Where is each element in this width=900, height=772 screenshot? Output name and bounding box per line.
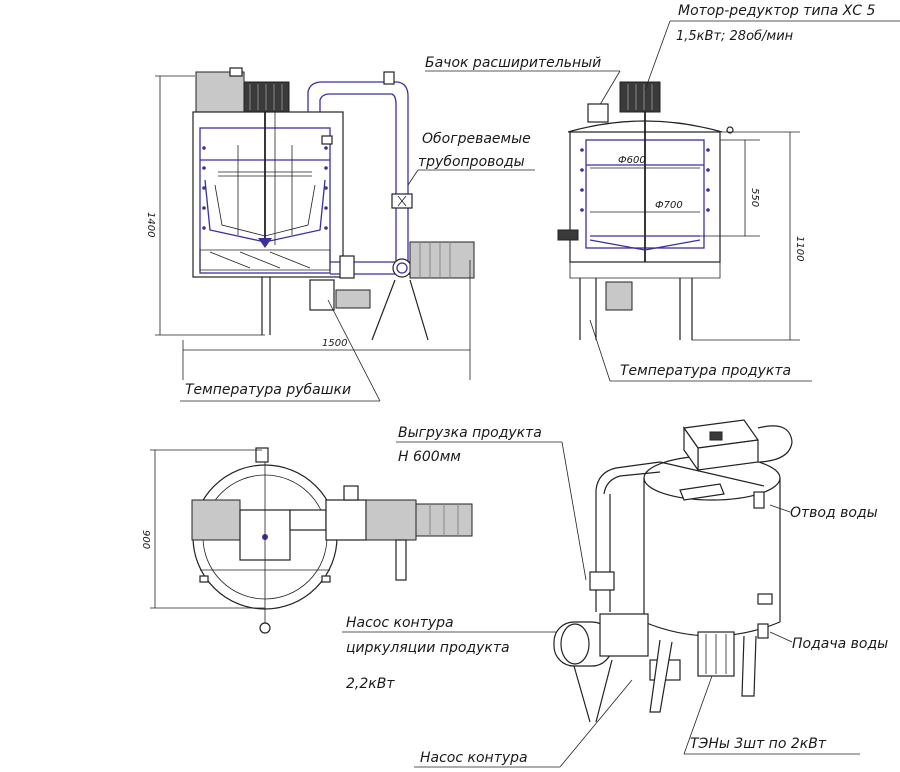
label-heaters: ТЭНы 3шт по 2кВт — [690, 736, 827, 752]
dim-outer-diameter: Ф700 — [655, 200, 683, 211]
label-unload-height: Н 600мм — [398, 449, 461, 465]
label-pump-circulation-1: Насос контура — [346, 615, 454, 631]
front-motor-body — [195, 71, 245, 113]
plan-pump-motor — [365, 499, 417, 541]
dim-width-left: 1500 — [322, 338, 347, 349]
label-heated-pipes-2: трубопроводы — [418, 154, 525, 170]
label-product-temperature: Температура продукта — [620, 363, 791, 379]
isometric-view — [553, 419, 793, 723]
label-motor-spec: 1,5кВт; 28об/мин — [676, 29, 794, 44]
plan-view: 900 — [140, 447, 473, 634]
label-water-inlet: Подача воды — [792, 636, 888, 652]
label-unload-product: Выгрузка продукта — [398, 425, 542, 441]
dim-height-right: 1100 — [794, 236, 805, 261]
label-expansion-tank: Бачок расширительный — [425, 55, 601, 71]
label-pump-circuit: Насос контура — [420, 750, 528, 766]
front-pump-motor — [409, 241, 475, 279]
dim-inner-diameter: Ф600 — [618, 155, 646, 166]
plan-pump-coupling — [325, 499, 367, 541]
front-vessel-jacket — [192, 111, 344, 278]
dim-plan: 900 — [140, 530, 151, 549]
side-view: Ф600 Ф700 550 1100 — [557, 81, 805, 341]
label-motor-reducer: Мотор-редуктор типа ХС 5 — [678, 3, 876, 19]
dim-level: 550 — [749, 188, 760, 207]
side-expansion-tank — [587, 103, 609, 123]
label-heated-pipes-1: Обогреваемые — [422, 131, 531, 147]
plan-motor — [191, 499, 241, 541]
heated-pipe-outer — [307, 81, 409, 262]
dim-height-left: 1400 — [145, 212, 156, 237]
front-view: 1400 1500 — [145, 67, 475, 380]
label-jacket-temperature: Температура рубашки — [185, 382, 351, 398]
front-valve-bottom — [339, 255, 355, 279]
iso-pump-head — [599, 613, 649, 657]
side-gearbox — [619, 81, 661, 113]
label-pump-circulation-2: циркуляции продукта — [346, 640, 510, 656]
label-pump-power: 2,2кВт — [346, 676, 395, 692]
label-water-outlet: Отвод воды — [790, 505, 878, 521]
